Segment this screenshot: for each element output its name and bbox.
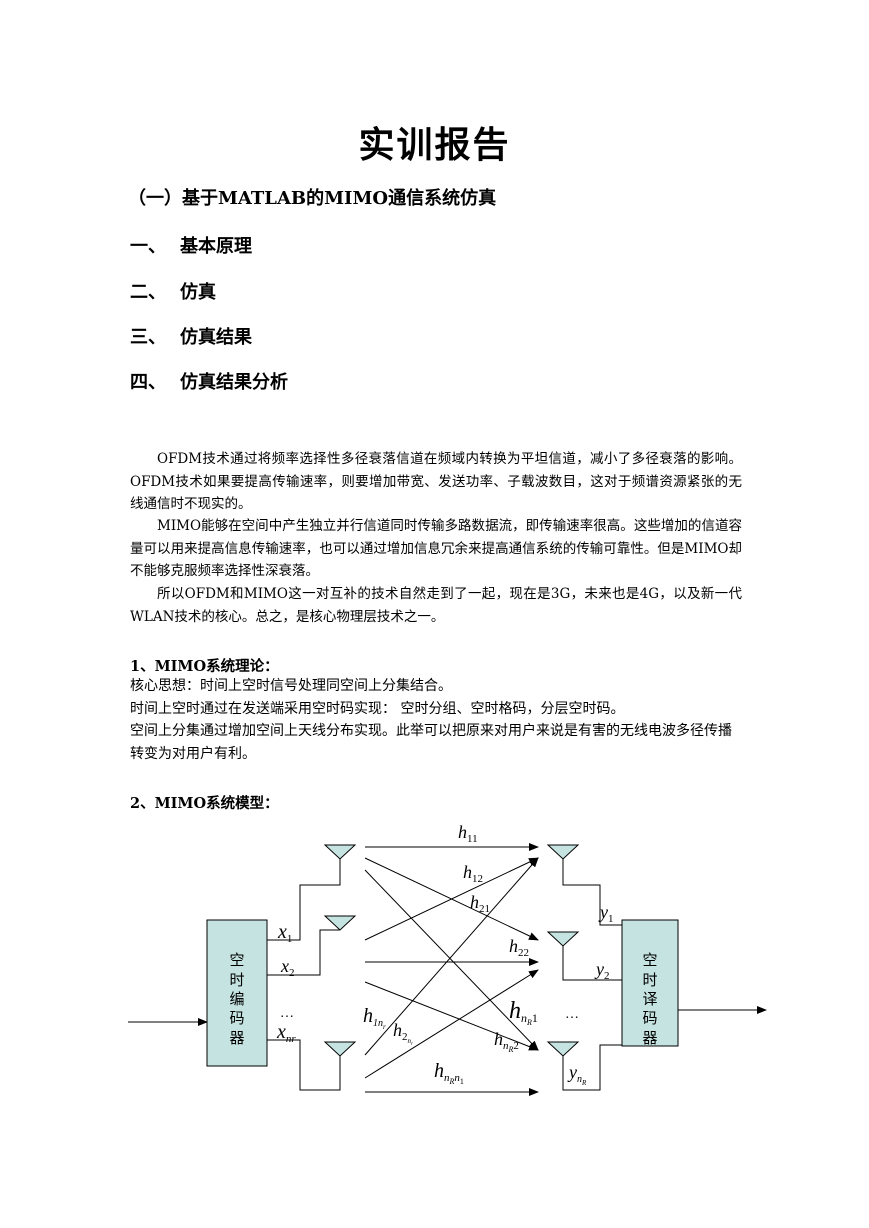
label-x1: x1	[277, 921, 292, 945]
channel-path	[364, 981, 539, 1051]
tx-dots: …	[280, 1006, 294, 1021]
section-heading-4: 四、仿真结果分析	[130, 368, 288, 394]
section-number: 二、	[130, 282, 166, 303]
channel-path	[364, 969, 539, 1079]
section-number: 四、	[130, 372, 166, 393]
encoder-char: 空	[229, 952, 244, 969]
rx-wire-3	[562, 1044, 622, 1091]
label-h21: h21	[470, 892, 490, 915]
label-h11: h11	[458, 822, 478, 845]
space-time-encoder-block	[206, 919, 268, 1067]
tx-wire-2	[267, 929, 340, 976]
label-ynr: ynR	[567, 1062, 587, 1087]
label-x2: x2	[280, 956, 295, 979]
decoder-char: 空	[642, 952, 657, 969]
label-hnR2: hnR2	[494, 1029, 519, 1054]
channel-path	[364, 857, 539, 941]
paragraph-ofdm: OFDM技术通过将频率选择性多径衰落信道在频域内转换为平坦信道，减小了多径衰落的…	[130, 451, 742, 512]
label-h1nr: h1nr	[363, 1005, 386, 1031]
tx-wire-3	[267, 1039, 341, 1091]
section-label: 基本原理	[180, 236, 252, 257]
tx-antenna-1	[323, 844, 357, 860]
rx-antenna-2	[546, 931, 580, 947]
paragraph-mimo: MIMO能够在空间中产生独立并行信道同时传输多路数据流，即传输速率很高。这些增加…	[130, 518, 742, 579]
decoder-char: 时	[642, 972, 657, 989]
section-number: 三、	[130, 327, 166, 348]
label-hnRn1: hnRn1	[434, 1060, 464, 1086]
label-h22: h22	[509, 936, 529, 959]
section-label: 仿真结果分析	[180, 372, 288, 393]
decoder-char: 器	[642, 1031, 657, 1047]
label-y1: y1	[598, 902, 614, 925]
label-h12: h12	[463, 862, 483, 885]
channel-path	[364, 869, 539, 1051]
theory-line-1: 核心思想：时间上空时信号处理同空间上分集结合。	[130, 678, 452, 694]
theory-line-2: 时间上空时通过在发送端采用空时码实现： 空时分组、空时格码，分层空时码。	[130, 701, 625, 717]
rx-wire-2	[562, 946, 622, 981]
encoder-char: 器	[229, 1031, 244, 1047]
paragraph-combined: 所以OFDM和MIMO这一对互补的技术自然走到了一起，现在是3G，未来也是4G，…	[130, 586, 742, 625]
section-label: 仿真结果	[180, 327, 252, 348]
section-number: 一、	[130, 236, 166, 257]
space-time-decoder-block	[621, 919, 679, 1047]
tx-antenna-3	[323, 1041, 357, 1057]
rx-antenna-3	[546, 1041, 580, 1057]
decoder-char: 译	[642, 991, 657, 1008]
encoder-char: 码	[229, 1010, 244, 1027]
section-heading-1: 一、基本原理	[130, 232, 252, 258]
theory-heading: 1、MIMO系统理论：	[130, 658, 279, 675]
label-hnR1: hnR1	[509, 998, 538, 1027]
document-subtitle: （一）基于MATLAB的MIMO通信系统仿真	[128, 188, 497, 209]
rx-wire-1	[562, 859, 622, 926]
section-label: 仿真	[180, 282, 216, 303]
rx-dots: …	[565, 1007, 579, 1022]
tx-wire-1	[267, 859, 341, 941]
tx-antenna-2	[323, 915, 357, 931]
channel-path	[364, 857, 539, 1056]
label-y2: y2	[594, 959, 610, 982]
encoder-char: 时	[229, 972, 244, 989]
document-title: 实训报告	[358, 125, 511, 166]
encoder-char: 编	[229, 991, 244, 1008]
model-heading: 2、MIMO系统模型：	[130, 795, 279, 812]
theory-line-3: 空间上分集通过增加空间上天线分布实现。此举可以把原来对用户来说是有害的无线电波多…	[130, 723, 732, 762]
section-heading-3: 三、仿真结果	[130, 323, 252, 349]
rx-antenna-1	[546, 844, 580, 860]
label-h2nr: h2nr	[393, 1020, 413, 1047]
label-xnr: xnr	[276, 1021, 296, 1045]
decoder-char: 码	[642, 1010, 657, 1027]
section-heading-2: 二、仿真	[130, 278, 216, 304]
